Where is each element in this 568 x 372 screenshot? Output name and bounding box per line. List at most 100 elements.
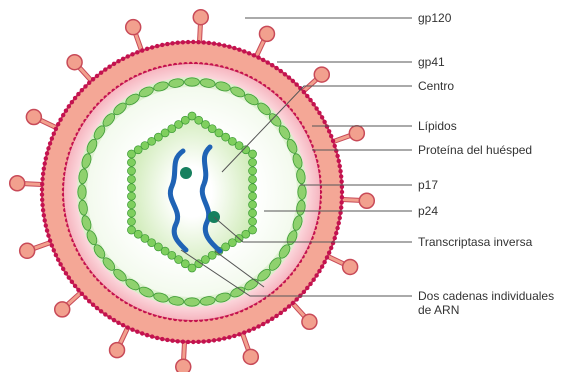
lipid-dot — [150, 334, 154, 338]
lipid-dot — [44, 156, 48, 160]
lipid-dot — [279, 311, 283, 315]
p24-bead — [127, 167, 135, 175]
lipid-dot — [261, 322, 265, 326]
p17-bead — [185, 78, 200, 86]
lipid-dot — [48, 238, 52, 242]
lipid-dot — [232, 46, 236, 50]
lipid-dot — [43, 218, 47, 222]
lipid-dot — [67, 104, 71, 108]
lipid-dot — [331, 241, 335, 245]
lipid-dot — [261, 58, 265, 62]
lipid-dot — [126, 325, 130, 329]
lipid-dot — [252, 326, 256, 330]
lipid-dot — [54, 127, 58, 131]
gp120-knob — [314, 67, 329, 82]
lipid-dot — [270, 63, 274, 67]
lipid-dot — [176, 339, 180, 343]
lipid-dot — [145, 47, 149, 51]
label-proteina-huesped: Proteína del huésped — [418, 143, 532, 157]
lipid-dot — [95, 74, 99, 78]
lipid-dot — [283, 72, 287, 76]
lipid-dot — [327, 250, 331, 254]
lipid-dot — [317, 269, 321, 273]
label-centro: Centro — [418, 79, 454, 93]
lipid-dot — [46, 146, 50, 150]
p24-bead — [249, 175, 257, 183]
gp120-knob — [349, 126, 364, 141]
label-gp120: gp120 — [418, 11, 452, 25]
p24-bead — [127, 218, 135, 226]
lipid-dot — [237, 47, 241, 51]
lipid-dot — [338, 169, 342, 173]
label-lipidos: Lípidos — [418, 119, 457, 133]
lipid-dot — [130, 52, 134, 56]
lipid-dot — [191, 340, 195, 344]
lipid-dot — [54, 253, 58, 257]
lipid-dot — [46, 233, 50, 237]
lipid-dot — [176, 40, 180, 44]
lipid-dot — [327, 129, 331, 133]
lipid-dot — [135, 329, 139, 333]
lipid-dot — [338, 216, 342, 220]
lipid-dot — [64, 271, 68, 275]
gp120-knob — [243, 349, 258, 364]
lipid-dot — [140, 48, 144, 52]
p24-bead — [127, 158, 135, 166]
lipid-dot — [279, 69, 283, 73]
lipid-dot — [202, 339, 206, 343]
lipid-dot — [320, 115, 324, 119]
lipid-dot — [232, 334, 236, 338]
lipid-dot — [160, 43, 164, 47]
gp120-knob — [302, 314, 317, 329]
lipid-dot — [91, 77, 95, 81]
gp120-knob — [110, 343, 125, 358]
gp120-knob — [20, 243, 35, 258]
lipid-dot — [87, 299, 91, 303]
lipid-dot — [191, 40, 195, 44]
lipid-dot — [217, 337, 221, 341]
gp120-knob — [176, 359, 191, 372]
lipid-dot — [196, 340, 200, 344]
lipid-dot — [314, 273, 318, 277]
lipid-dot — [242, 49, 246, 53]
lipid-dot — [333, 144, 337, 148]
lipid-dot — [212, 41, 216, 45]
lipid-dot — [202, 40, 206, 44]
lipid-dot — [270, 317, 274, 321]
lipid-dot — [170, 41, 174, 45]
lipid-dot — [322, 120, 326, 124]
p17-bead — [78, 185, 86, 200]
lipid-dot — [335, 226, 339, 230]
lipid-dot — [329, 246, 333, 250]
p24-bead — [127, 192, 135, 200]
lipid-dot — [76, 288, 80, 292]
lipid-dot — [135, 50, 139, 54]
lipid-dot — [247, 329, 251, 333]
lipid-dot — [40, 203, 44, 207]
lipid-dot — [80, 88, 84, 92]
lipid-dot — [52, 248, 56, 252]
p24-bead — [249, 150, 257, 158]
lipid-dot — [42, 166, 46, 170]
label-transcriptasa-inversa: Transcriptasa inversa — [418, 235, 533, 249]
lipid-dot — [266, 319, 270, 323]
lipid-dot — [242, 330, 246, 334]
p24-bead — [127, 209, 135, 217]
lipid-dot — [237, 332, 241, 336]
lipid-dot — [50, 243, 54, 247]
p24-bead — [249, 158, 257, 166]
lipid-dot — [40, 187, 44, 191]
label-arn-line1: Dos cadenas individuales — [418, 289, 554, 303]
lipid-dot — [43, 161, 47, 165]
lipid-dot — [107, 64, 111, 68]
lipid-dot — [340, 195, 344, 199]
lipid-dot — [83, 295, 87, 299]
gp120-knob — [67, 55, 82, 70]
lipid-dot — [58, 117, 62, 121]
lipid-dot — [155, 44, 159, 48]
gp120-knob — [26, 110, 41, 125]
lipid-dot — [291, 301, 295, 305]
lipid-dot — [41, 208, 45, 212]
lipid-dot — [212, 338, 216, 342]
